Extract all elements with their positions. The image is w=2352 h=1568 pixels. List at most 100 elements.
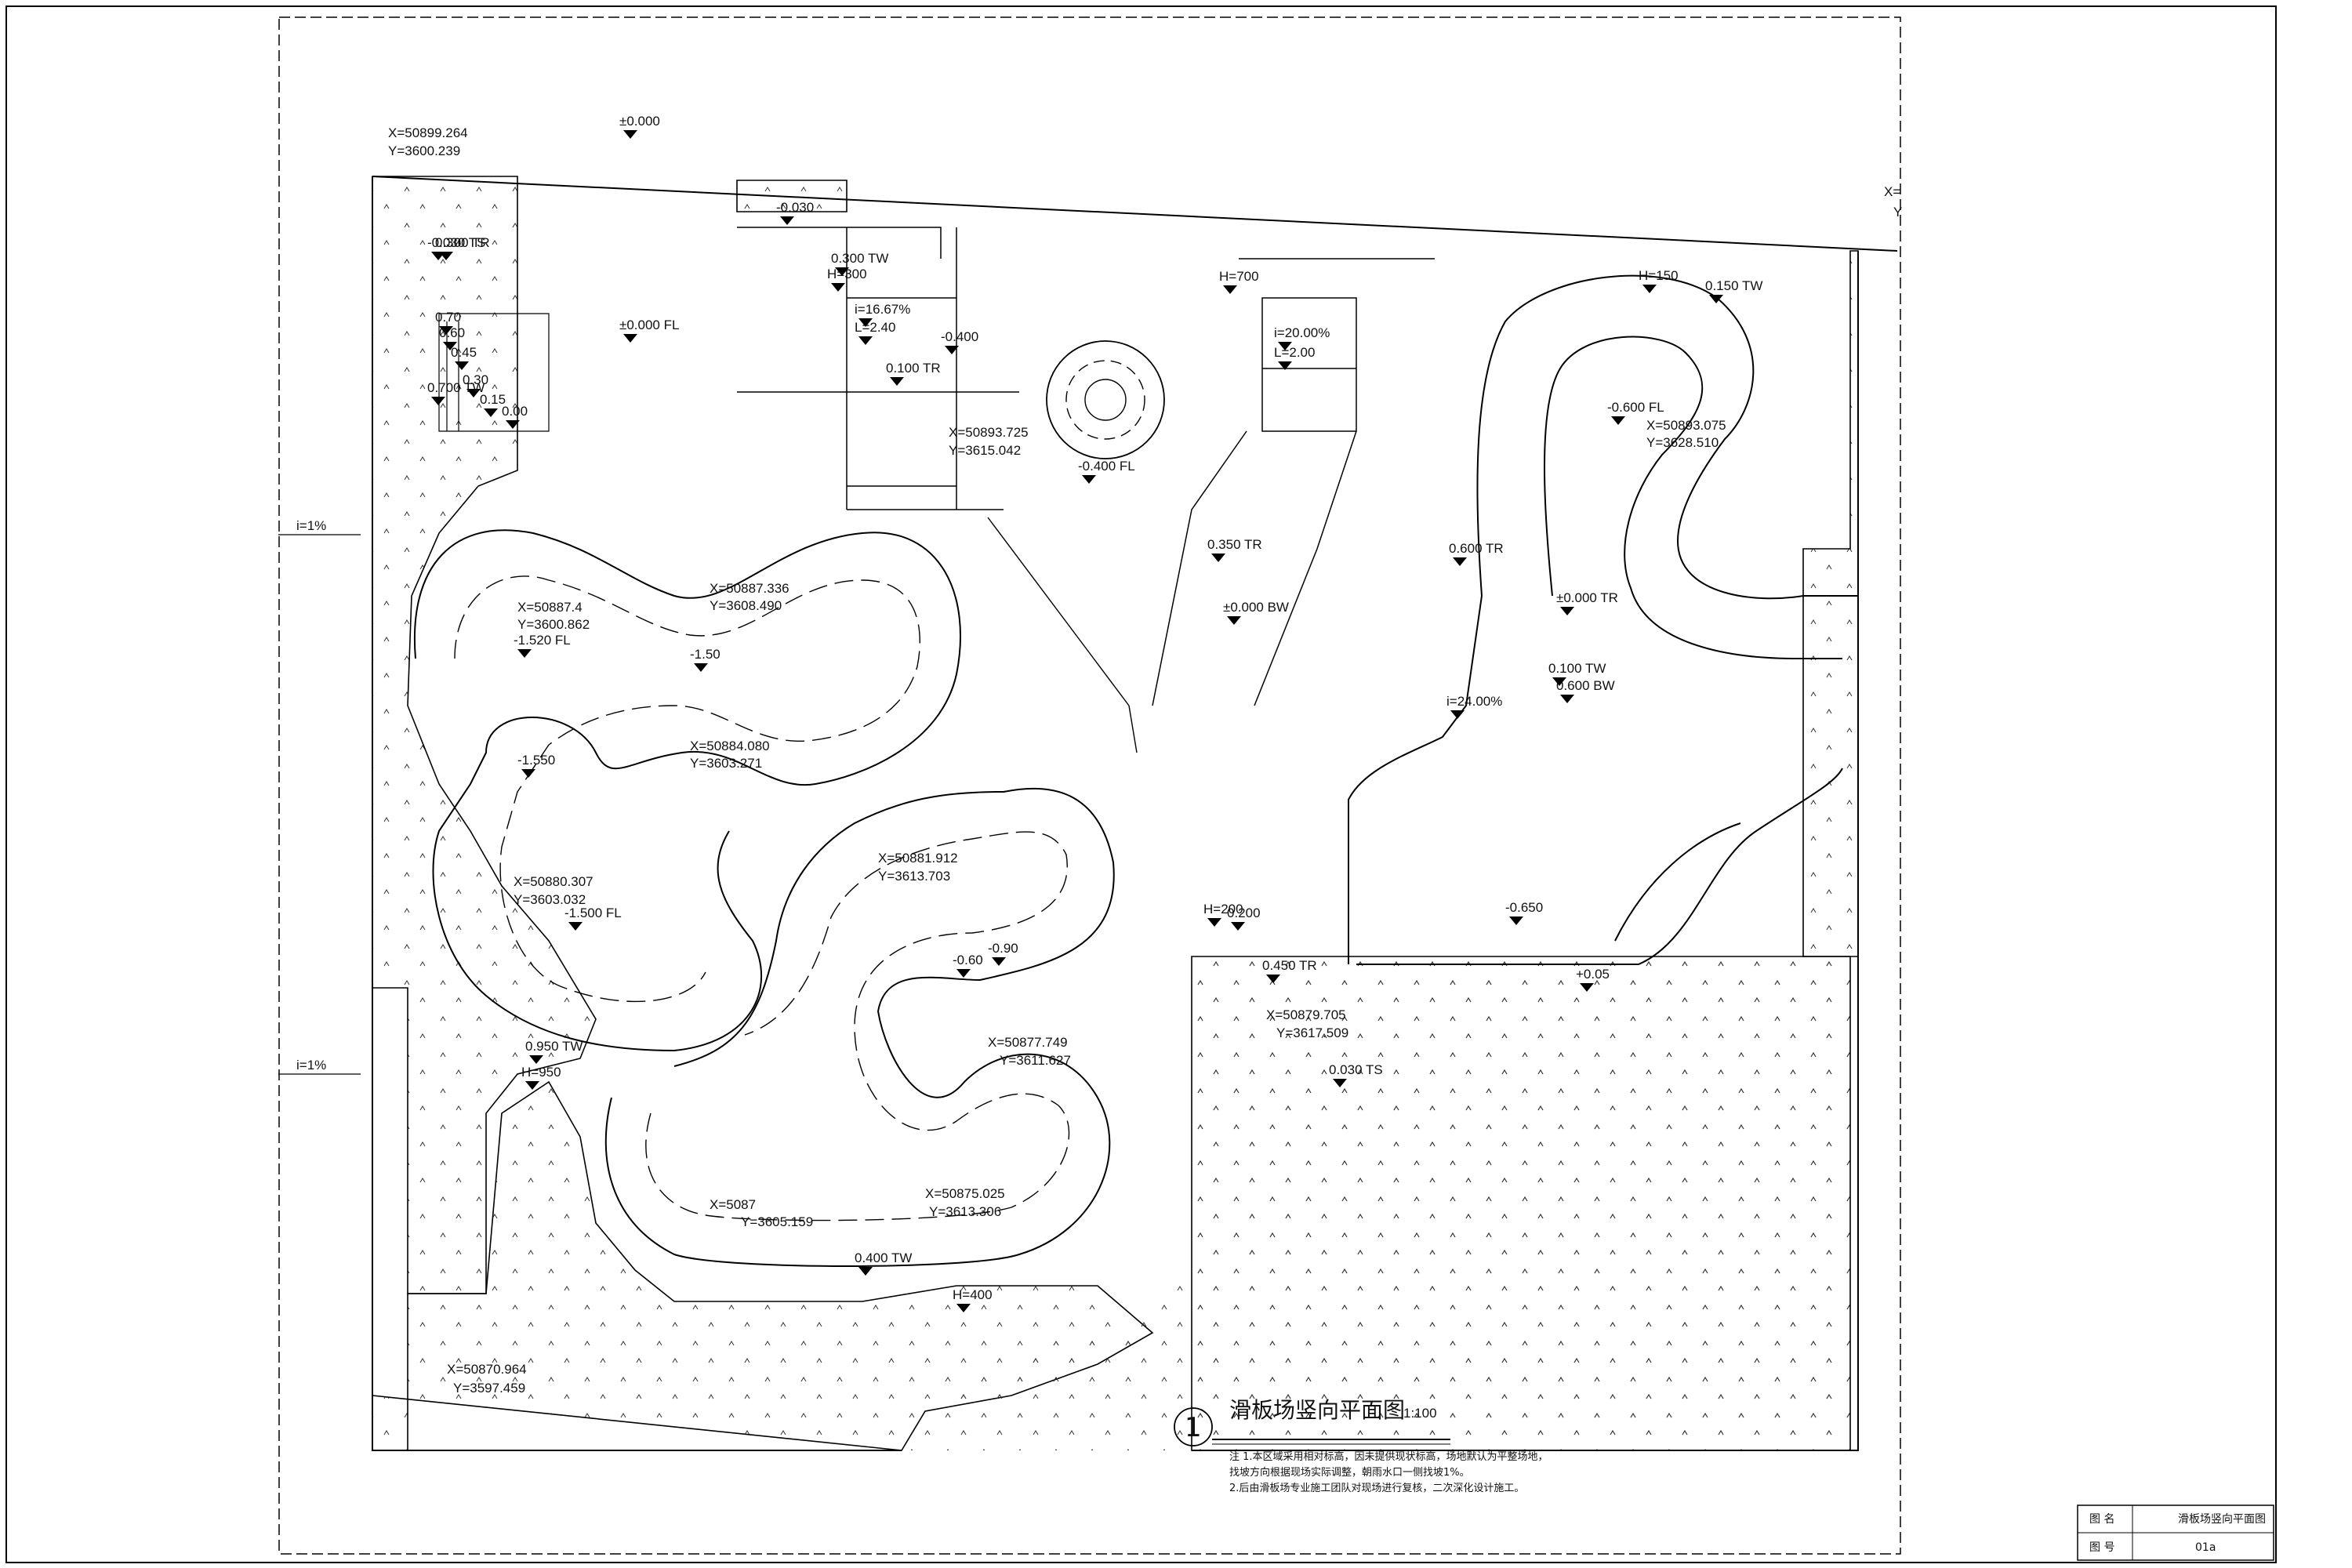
elevation-marker-icon [506,420,520,429]
skate-bowl-west [413,529,961,1052]
spiral-bowl-inner [1084,379,1127,421]
elevation-marker-icon [439,326,453,335]
elevation-label: i=16.67% [855,302,910,317]
elevation-marker-icon [1560,695,1574,703]
coord-y: Y=3613.703 [878,869,950,884]
elevation-marker-icon [831,283,845,292]
elevation-label: H=300 [827,267,867,281]
elevation-label: -0.600 FL [1607,400,1664,415]
elevation-label: 0.350 TR [1207,537,1262,552]
elevation-marker-icon [1082,475,1096,484]
elevation-marker-icon [529,1055,543,1064]
drawing-title: 滑板场竖向平面图 [1229,1397,1405,1423]
coord-x: X=50879.705 [1266,1007,1346,1022]
elevation-marker-icon [890,377,904,386]
planting-area-north [736,180,848,212]
coord-x: X=50881.912 [878,851,958,866]
elevation-marker-icon [1560,607,1574,615]
elevation-label: 0.300 TW [831,251,888,266]
elevation-label: 0.400 TW [855,1250,912,1265]
note-line-1: 注 1.本区域采用相对标高，因未提供现状标高，场地默认为平整场地， [1229,1450,1548,1463]
elevation-marker-icon [1611,416,1625,425]
elevation-label: i=24.00% [1446,694,1502,709]
coord-x: X=50875.025 [925,1186,1005,1201]
coord-x: X=5087 [710,1197,756,1212]
elevation-marker-icon [1333,1079,1347,1087]
elevation-marker-icon [835,267,849,276]
elevation-marker-icon [1709,295,1723,303]
coord-x: X=50877.749 [988,1035,1068,1050]
elevation-label: ±0.000 TR [1556,590,1618,605]
elevation-label: 0.600 TR [1449,541,1504,556]
coord-y: Y=3611.627 [1000,1053,1071,1068]
coord-y: Y=3603.271 [690,756,762,771]
title-block: 图 名 滑板场竖向平面图 图 号 01a [2077,1504,2274,1561]
elevation-marker-icon [431,397,445,405]
title-block-drawing-name: 滑板场竖向平面图 [2178,1512,2266,1526]
skate-run-east-lower [1356,768,1843,965]
elevation-label: 0.300 TR [435,235,490,250]
elevation-marker-icon [945,346,959,354]
coord-x: X=50887.336 [710,581,789,596]
elevation-label: -0.400 FL [1078,459,1135,474]
elevation-marker-icon [1642,285,1657,293]
diagonal-ramp [987,517,1138,753]
coord-x: X=50893.725 [949,425,1029,440]
elevation-label: 0.45 [451,345,477,360]
elevation-marker-icon [1227,616,1241,625]
elevation-label: -0.030 [776,200,814,215]
planting-area-east [1802,250,1859,957]
elevation-marker-icon [780,216,794,225]
elevation-label: 0.950 TW [525,1039,583,1054]
elevation-label: -0.60 [953,953,983,967]
elevation-marker-icon [455,361,469,370]
elevation-label: 0.30 [463,372,488,387]
elevation-marker-icon [525,1081,539,1090]
elevation-label: -0.650 [1505,900,1543,915]
skate-run-south [604,787,1115,1267]
elevation-marker-icon [1453,557,1467,566]
coord-y: Y=3603.032 [514,892,586,907]
elevation-label: 0.600 BW [1556,678,1615,693]
elevation-label: H=150 [1639,268,1679,283]
sheet-border [5,5,2277,1563]
coord-x: X=50887.4 [517,600,583,615]
coord-y: Y=3600.862 [517,617,590,632]
elevation-marker-icon [1552,677,1566,686]
elevation-label: -0.400 [941,329,978,344]
elevation-label: 0.60 [439,325,465,340]
spiral-bowl-outer [1046,340,1165,459]
coord-x: X=50884.080 [690,739,770,753]
title-block-label-name: 图 名 [2089,1513,2114,1526]
drawing-scale: 1:100 [1403,1406,1437,1421]
elevation-label: i=20.00% [1274,325,1330,340]
coord-y: Y=3608.490 [710,598,782,613]
elevation-marker-icon [623,334,637,343]
elevation-label: L=2.40 [855,320,895,335]
ramp-center [1152,258,1435,706]
coord-x: X=50880.307 [514,874,593,889]
coord-y: Y=3615.042 [949,443,1021,458]
elevation-marker-icon [858,1267,873,1276]
elevation-label: L=2.00 [1274,345,1315,360]
elevation-label: -0.030 TS [427,235,485,250]
spiral-bowl-mid [1065,360,1145,440]
elevation-marker-icon [1266,975,1280,983]
elevation-label: -0.90 [988,941,1018,956]
elevation-marker-icon [1223,285,1237,294]
skate-run-east [1476,274,1858,659]
elevation-label: -1.520 FL [514,633,571,648]
edge-y-label: Y [1893,205,1902,220]
elevation-marker-icon [431,252,445,260]
elevation-label: -1.500 FL [564,906,622,920]
note-line-2: 找坡方向根据现场实际调整，朝雨水口一侧找坡1%。 [1229,1466,1470,1479]
coordinate-labels: X=50899.264 Y=3600.239 X=50893.725 Y=361… [388,125,1726,1396]
elevation-marker-icon [956,969,971,978]
drawing-number: 1 [1185,1412,1202,1443]
elevation-label: 0.700 TW [427,380,485,395]
skate-run-south-inner [645,831,1070,1221]
coord-y: Y=3628.510 [1646,435,1719,450]
elevation-marker-icon [858,336,873,345]
